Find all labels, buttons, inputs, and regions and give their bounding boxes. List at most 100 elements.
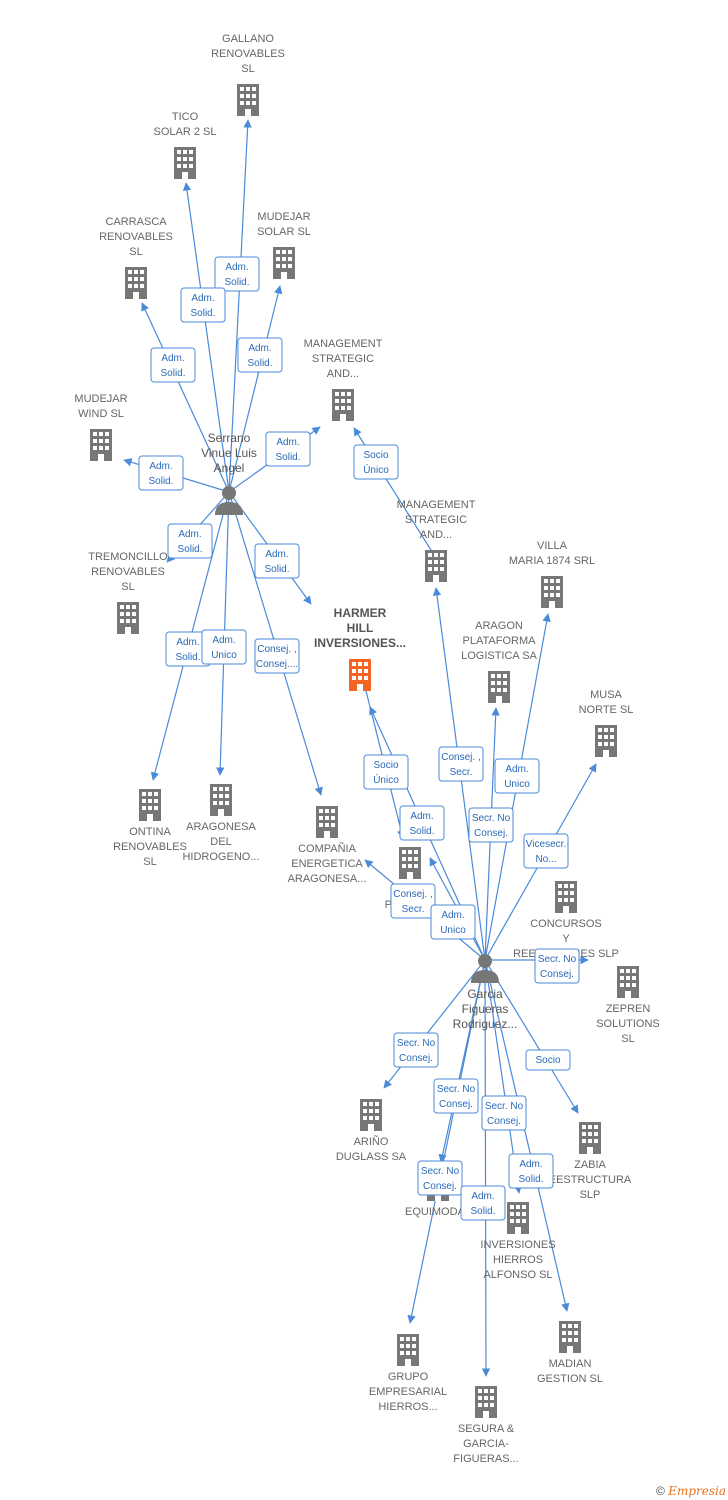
node-concursos[interactable]: CONCURSOSYREESTR IONES SLP xyxy=(513,881,619,960)
relation-text: Adm. xyxy=(225,262,248,273)
relation-text: Adm. xyxy=(265,549,288,560)
building-icon xyxy=(273,247,295,279)
node-label: STRATEGIC xyxy=(405,514,467,526)
node-label: GARCIA- xyxy=(463,1438,509,1450)
relation-text: Consej. xyxy=(399,1053,433,1064)
relation-label[interactable]: Consej. ,Secr. xyxy=(438,746,484,782)
relation-label[interactable]: Adm.Unico xyxy=(494,758,540,794)
node-label: DEL xyxy=(210,836,231,848)
node-label: LOGISTICA SA xyxy=(461,650,537,662)
relation-label[interactable]: Adm.Solid. xyxy=(237,337,283,373)
relation-text: Consej. xyxy=(423,1181,457,1192)
node-label: ENERGETICA xyxy=(291,858,363,870)
relation-label[interactable]: Adm.Solid. xyxy=(167,523,213,559)
brand-logo: Empresia xyxy=(668,1484,726,1498)
relation-text: Consej. xyxy=(439,1099,473,1110)
relation-edge xyxy=(182,182,230,493)
relation-label[interactable]: Adm.Solid. xyxy=(150,347,196,383)
relation-label[interactable]: Consej. ,Consej.... xyxy=(254,638,300,674)
node-label: Vinue Luis xyxy=(201,446,257,460)
relation-text: Adm. xyxy=(212,635,235,646)
node-label: SL xyxy=(121,581,134,593)
node-compania[interactable]: COMPAÑIAENERGETICAARAGONESA... xyxy=(288,806,367,885)
node-label: MANAGEMENT xyxy=(397,499,476,511)
building-icon xyxy=(397,1334,419,1366)
relation-text: Solid. xyxy=(518,1174,543,1185)
node-segura[interactable]: SEGURA &GARCIA-FIGUERAS... xyxy=(453,1386,519,1465)
relation-label[interactable]: Adm.Solid. xyxy=(508,1153,554,1189)
relation-text: Socio xyxy=(363,450,388,461)
relation-text: Secr. No xyxy=(437,1084,476,1095)
relation-label[interactable]: Adm.Solid. xyxy=(254,543,300,579)
node-garcia[interactable]: GarciaFiguerasRodriguez... xyxy=(453,954,518,1031)
node-label: INVERSIONES xyxy=(480,1239,555,1251)
relation-label[interactable]: Vicesecr.No... xyxy=(523,833,569,869)
node-label: TICO xyxy=(172,111,199,123)
building-icon xyxy=(617,966,639,998)
relation-label[interactable]: Consej. ,Secr. xyxy=(390,883,436,919)
node-aragonesa[interactable]: ARAGONESA DEL HIDROGENO... xyxy=(182,784,260,863)
node-label: ZEPREN xyxy=(606,1003,651,1015)
node-label: VILLA xyxy=(537,540,568,552)
building-icon xyxy=(349,659,371,691)
relation-text: Solid. xyxy=(177,544,202,555)
node-label: HIERROS xyxy=(493,1254,543,1266)
relation-label[interactable]: Adm.Solid. xyxy=(138,455,184,491)
relation-label[interactable]: Secr. No Consej. xyxy=(433,1078,479,1114)
relation-text: Secr. No xyxy=(485,1101,524,1112)
relation-label[interactable]: Adm.Unico xyxy=(430,904,476,940)
node-label: STRATEGIC xyxy=(312,353,374,365)
relation-text: Secr. No xyxy=(538,954,577,965)
relation-text: Único xyxy=(363,463,389,476)
relation-label[interactable]: Adm.Solid. xyxy=(165,631,211,667)
building-icon xyxy=(579,1122,601,1154)
relation-label[interactable]: Adm.Solid. xyxy=(180,287,226,323)
node-label: ZABIA xyxy=(574,1159,606,1171)
relation-label[interactable]: Adm.Solid. xyxy=(460,1185,506,1221)
node-mgmt2[interactable]: MANAGEMENTSTRATEGICAND... xyxy=(397,499,476,582)
relation-text: Consej. , xyxy=(441,752,480,763)
node-label: HIDROGENO... xyxy=(182,851,259,863)
relation-label[interactable]: Adm.Solid. xyxy=(214,256,260,292)
relation-label[interactable]: Adm.Unico xyxy=(201,629,247,665)
node-label: Rodriguez... xyxy=(453,1017,518,1031)
building-icon xyxy=(139,789,161,821)
relation-text: Adm. xyxy=(471,1191,494,1202)
relation-label[interactable]: Adm.Solid. xyxy=(399,805,445,841)
node-equimodal[interactable]: EQUIMODAL xyxy=(405,1169,471,1218)
relation-label[interactable]: Socio xyxy=(525,1049,571,1071)
node-mgmt1[interactable]: MANAGEMENTSTRATEGICAND... xyxy=(304,338,383,421)
node-harmer[interactable]: HARMERHILLINVERSIONES... xyxy=(314,606,406,691)
node-label: PLATAFORMA xyxy=(463,635,537,647)
node-label: ARAGONESA xyxy=(186,821,256,833)
node-label: SL xyxy=(129,246,142,258)
node-grupo[interactable]: GRUPOEMPRESARIALHIERROS... xyxy=(369,1334,447,1413)
relation-label[interactable]: Adm.Solid. xyxy=(265,431,311,467)
relation-text: Solid. xyxy=(160,368,185,379)
node-label: EESTRUCTURA xyxy=(549,1174,632,1186)
building-icon xyxy=(541,576,563,608)
